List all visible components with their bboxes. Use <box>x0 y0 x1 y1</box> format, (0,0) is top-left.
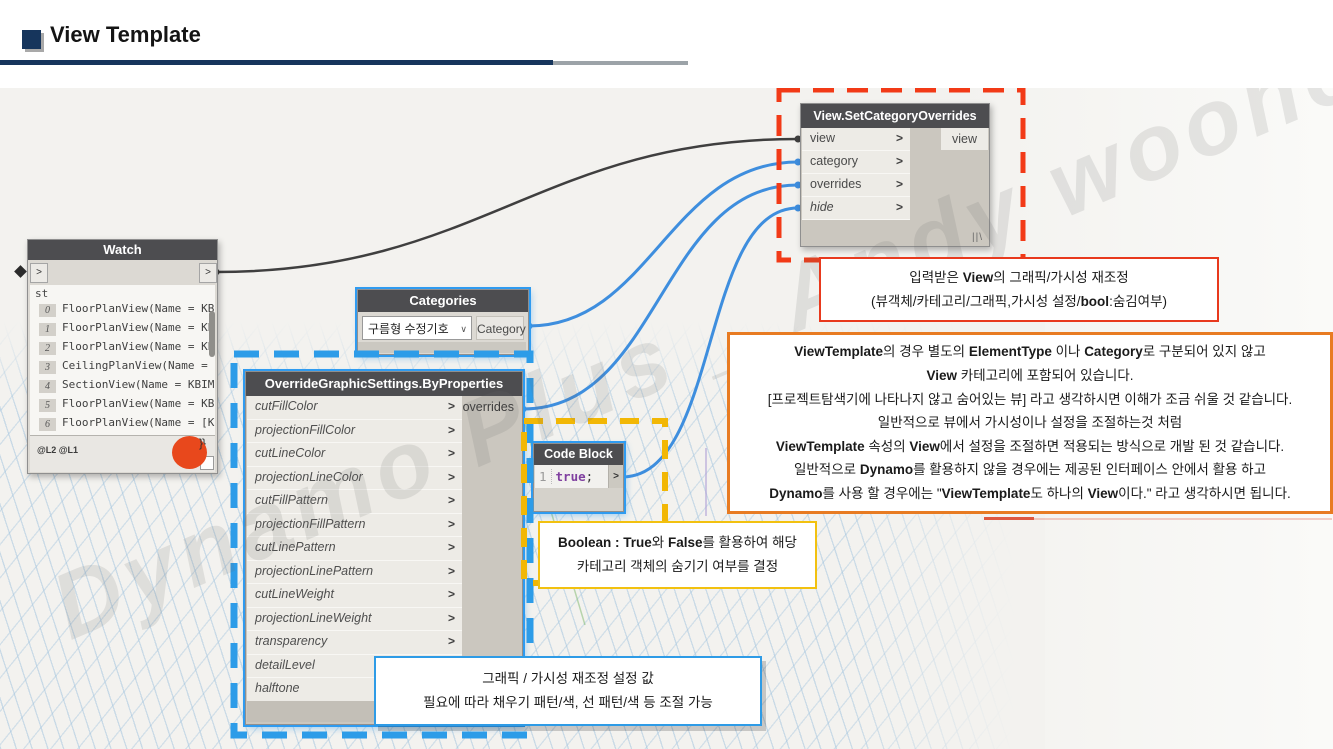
node-overridegraphicsettings-header[interactable]: OverrideGraphicSettings.ByProperties <box>246 372 522 396</box>
page-title: View Template <box>50 22 201 47</box>
categories-output-port[interactable]: Category <box>476 316 526 340</box>
note-orange-border: ViewTemplate의 경우 별도의 ElementType 이나 Cate… <box>727 332 1333 514</box>
watch-output-port[interactable]: > <box>199 263 217 283</box>
port-dot <box>794 158 802 166</box>
input-row[interactable]: cutLineWeight> <box>247 584 462 608</box>
input-row[interactable]: cutLineColor> <box>247 443 462 467</box>
setcategoryoverrides-output-port[interactable]: view <box>941 128 988 150</box>
input-row[interactable]: cutFillPattern> <box>247 490 462 514</box>
wire-codeblock-to-hide[interactable] <box>621 206 799 479</box>
watch-lacing-levels[interactable]: @L2 @L1 <box>37 445 79 455</box>
codeblock-output-port[interactable]: > <box>608 465 623 488</box>
lacing-icon[interactable]: ||\ <box>972 232 983 243</box>
input-row[interactable]: projectionLinePattern> <box>247 560 462 584</box>
input-row[interactable]: overrides> <box>802 174 910 197</box>
categories-node-bottom <box>358 342 526 353</box>
input-row[interactable]: projectionLineWeight> <box>247 607 462 631</box>
note-line: 카테고리 객체의 숨기기 여부를 결정 <box>576 559 779 574</box>
input-row[interactable]: projectionLineColor> <box>247 466 462 490</box>
input-row[interactable]: transparency> <box>247 631 462 655</box>
input-row[interactable]: hide> <box>802 197 910 220</box>
note-red-border: 입력받은 View의 그래픽/가시성 재조정 (뷰객체/카테고리/그래픽,가시성… <box>819 257 1219 322</box>
title-rule-navy <box>0 60 553 65</box>
note-line: Dynamo를 사용 할 경우에는 "ViewTemplate도 하나의 Vie… <box>769 486 1291 502</box>
note-blue-border: 그래픽 / 가시성 재조정 설정 값 필요에 따라 채우기 패턴/색, 선 패턴… <box>374 656 762 726</box>
wire-categories-to-category[interactable] <box>528 160 799 328</box>
input-row[interactable]: category> <box>802 151 910 174</box>
note-line: View 카테고리에 포함되어 있습니다. <box>926 367 1134 383</box>
port-dot <box>794 181 802 189</box>
input-row[interactable]: cutLinePattern> <box>247 537 462 561</box>
watch-input-port[interactable]: > <box>30 263 48 283</box>
note-line: ViewTemplate 속성의 View에서 설정을 조절하면 적용되는 방식… <box>775 438 1285 454</box>
note-line: 필요에 따라 채우기 패턴/색, 선 패턴/색 등 조절 가능 <box>423 695 713 710</box>
node-setcategoryoverrides-header[interactable]: View.SetCategoryOverrides <box>801 104 989 128</box>
note-yellow-border: Boolean : True와 False를 활용하여 해당 카테고리 객체의 … <box>538 521 817 589</box>
node-setcategoryoverrides[interactable]: View.SetCategoryOverrides view> category… <box>800 103 990 247</box>
note-line: 그래픽 / 가시성 재조정 설정 값 <box>482 671 654 687</box>
input-row[interactable]: projectionFillColor> <box>247 419 462 443</box>
wire-watch-to-view[interactable] <box>215 137 799 274</box>
node-categories[interactable]: Categories 구름형 수정기호 ∨ Category <box>357 289 529 355</box>
blue-dashed-box <box>230 350 534 739</box>
note-line: Boolean : True와 False를 활용하여 해당 <box>558 535 797 551</box>
node-codeblock-header[interactable]: Code Block <box>534 444 623 465</box>
chevron-down-icon: ∨ <box>460 324 467 334</box>
dashed-boxes-layer <box>230 88 1026 739</box>
note-line: 일반적으로 Dynamo를 활용하지 않을 경우에는 제공된 인터페이스 안에서… <box>793 462 1267 478</box>
input-row[interactable]: projectionFillPattern> <box>247 513 462 537</box>
note-line: 입력받은 View의 그래픽/가시성 재조정 <box>909 269 1129 285</box>
note-line: (뷰객체/카테고리/그래픽,가시성 설정/bool:숨김여부) <box>871 293 1167 309</box>
title-rule-gray <box>553 61 688 65</box>
node-categories-header[interactable]: Categories <box>358 290 528 312</box>
x-axis-line <box>984 517 1034 520</box>
watch-list-prefix: st <box>35 287 49 300</box>
port-dot <box>794 204 802 212</box>
list-closing-brace: } <box>199 436 204 450</box>
watch-scrollbar[interactable] <box>209 311 215 357</box>
overridegraphicsettings-output-port[interactable]: overrides <box>462 400 514 414</box>
input-row[interactable]: cutFillColor> <box>247 396 462 420</box>
wire-overrides-to-overrides[interactable] <box>522 183 799 411</box>
yellow-dashed-box <box>521 418 668 586</box>
x-axis-line-faint <box>1034 518 1332 520</box>
port-dot <box>794 135 802 143</box>
categories-dropdown-value: 구름형 수정기호 <box>368 322 449 336</box>
note-line: ViewTemplate의 경우 별도의 ElementType 이나 Cate… <box>794 344 1266 360</box>
note-line: [프로젝트탐색기에 나타나지 않고 숨어있는 뷰] 라고 생각하시면 이해가 조… <box>767 391 1293 407</box>
red-dashed-box <box>776 88 1026 263</box>
note-line: 일반적으로 뷰에서 가시성이나 설정을 조절하는것 처럼 <box>877 415 1183 431</box>
categories-dropdown[interactable]: 구름형 수정기호 ∨ <box>362 316 472 340</box>
title-bullet-square <box>22 30 41 49</box>
node-watch-header[interactable]: Watch <box>28 240 217 260</box>
red-circle-annotation <box>172 436 207 469</box>
input-row[interactable]: view> <box>802 128 910 151</box>
